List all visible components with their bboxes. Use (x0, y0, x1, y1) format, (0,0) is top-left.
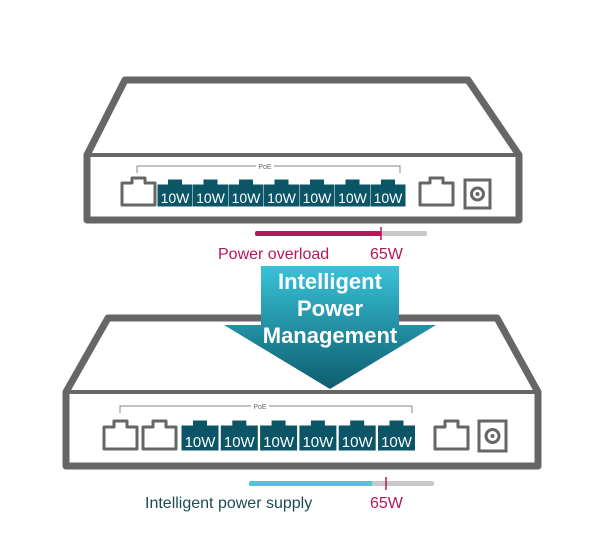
top-port-shape (228, 179, 264, 207)
arrow-text-line-2: Power (297, 296, 363, 321)
top-status-text: Power overload (218, 246, 329, 263)
bottom-power-socket (477, 419, 508, 453)
down-arrow-shape (224, 266, 436, 389)
arrow-text-line-1: Intelligent (278, 269, 383, 294)
bottom-port-shape (338, 420, 376, 451)
top-port-shape (264, 179, 299, 207)
bottom-power-fill (249, 481, 373, 486)
bottom-status-text: Intelligent power supply (145, 495, 312, 512)
top-poe-port: 10W (370, 179, 406, 207)
top-switch: PoE 10W 10W 10W 10W 10W 10W 10W Power overload… (83, 76, 523, 263)
bottom-switch: PoE 10W 10W 10W 10W 10W 10W Intelligent power… (62, 314, 542, 512)
bottom-port-wattage: 10W (224, 434, 256, 451)
bottom-port-shape (260, 420, 298, 451)
bottom-poe-port: 10W (260, 420, 298, 451)
top-poe-port: 10W (335, 179, 370, 207)
bottom-port-wattage: 10W (263, 434, 295, 451)
top-port-shape (193, 179, 228, 207)
bottom-port-wattage: 10W (302, 434, 334, 451)
bottom-budget-text: 65W (370, 495, 404, 512)
bottom-poe-port: 10W (378, 420, 415, 451)
top-port-wattage: 10W (161, 190, 191, 206)
bottom-uplink-port-2 (141, 419, 178, 451)
bottom-port-wattage: 10W (342, 434, 374, 451)
bottom-poe-port: 10W (181, 420, 219, 451)
top-power-socket (463, 178, 492, 210)
top-port-shape (370, 179, 406, 207)
bottom-port-shape (299, 420, 337, 451)
top-poe-port: 10W (264, 179, 299, 207)
bottom-poe-port: 10W (299, 420, 337, 451)
top-port-wattage: 10W (338, 190, 368, 206)
top-uplink-port (120, 176, 157, 207)
top-port-wattage: 10W (196, 190, 226, 206)
bottom-console-port (433, 419, 470, 451)
top-port-shape (299, 179, 335, 207)
bottom-power-bar (249, 477, 434, 490)
top-port-wattage: 10W (303, 190, 333, 206)
intelligent-power-management-arrow: Intelligent Power Management (224, 266, 436, 389)
top-poe-port: 10W (193, 179, 228, 207)
top-power-bar (255, 227, 427, 240)
top-poe-port: 10W (157, 179, 193, 207)
arrow-text-line-3: Management (263, 323, 398, 348)
top-console-port (418, 176, 455, 207)
top-poe-port: 10W (299, 179, 335, 207)
top-port-shape (157, 179, 193, 207)
bottom-poe-label: PoE (253, 404, 267, 411)
bottom-port-wattage: 10W (185, 434, 217, 451)
top-power-fill (255, 231, 381, 236)
top-port-wattage: 10W (267, 190, 297, 206)
top-poe-label: PoE (258, 164, 272, 171)
top-port-wattage: 10W (374, 190, 404, 206)
top-port-wattage: 10W (232, 190, 262, 206)
bottom-poe-ports: 10W 10W 10W 10W 10W 10W (181, 420, 415, 451)
bottom-port-wattage: 10W (381, 434, 413, 451)
top-poe-ports: 10W 10W 10W 10W 10W 10W 10W (157, 179, 406, 207)
top-budget-text: 65W (370, 246, 404, 263)
bottom-poe-port: 10W (220, 420, 258, 451)
bottom-port-shape (220, 420, 258, 451)
bottom-port-shape (378, 420, 415, 451)
top-poe-port: 10W (228, 179, 264, 207)
bottom-poe-port: 10W (338, 420, 376, 451)
top-port-shape (335, 179, 370, 207)
bottom-uplink-port-1 (102, 419, 139, 451)
bottom-port-shape (181, 420, 219, 451)
